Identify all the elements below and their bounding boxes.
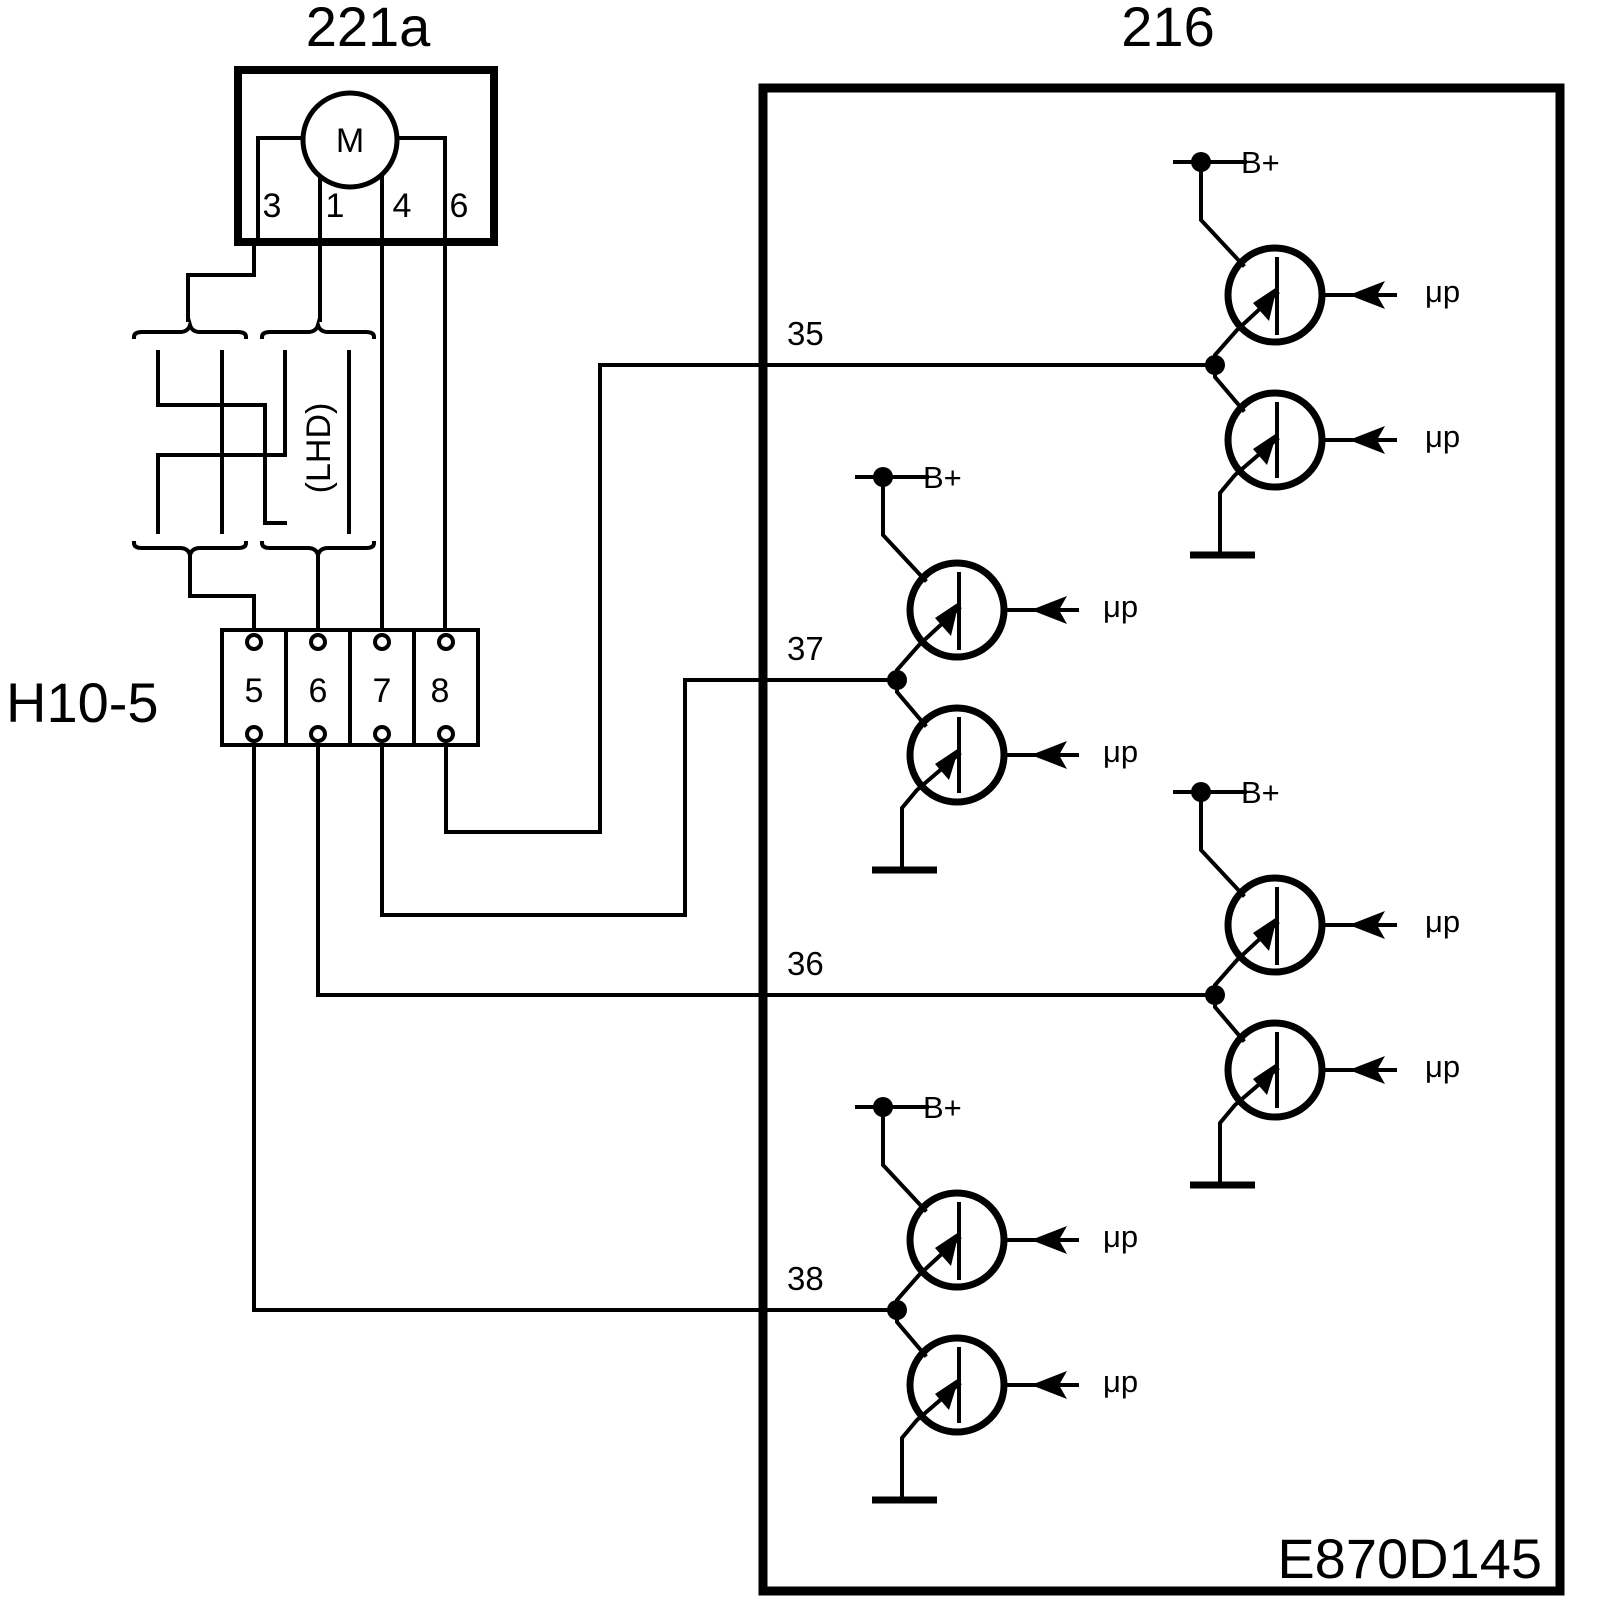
supply-label: B+ bbox=[923, 1090, 962, 1125]
lead-to-connector-pin-5 bbox=[188, 553, 256, 632]
low-side-collector bbox=[1213, 363, 1246, 413]
low-side-control-arrow bbox=[1349, 1056, 1385, 1084]
high-side-control-arrow bbox=[1349, 281, 1385, 309]
connector-pin-socket bbox=[437, 725, 455, 743]
low-side-emitter bbox=[1218, 1066, 1280, 1184]
connector-divider bbox=[284, 628, 416, 747]
high-side-control-arrow bbox=[1031, 596, 1067, 624]
motor-component: M 3 1 4 6 bbox=[234, 66, 498, 246]
crossover-wire bbox=[156, 350, 287, 525]
motor-component-outline bbox=[234, 66, 498, 246]
terminal-label: 36 bbox=[787, 945, 824, 982]
connector-pin-socket bbox=[309, 633, 327, 651]
low-side-emitter bbox=[1218, 436, 1280, 554]
high-side-collector bbox=[881, 1105, 928, 1213]
low-side-control-arrow bbox=[1031, 1371, 1067, 1399]
low-side-emitter bbox=[900, 1381, 962, 1499]
high-side-emitter bbox=[895, 605, 962, 682]
connector-label: H10-5 bbox=[6, 671, 159, 734]
wire-pin-5-to-terminal-38 bbox=[252, 743, 899, 1312]
control-module-outline bbox=[758, 83, 1565, 1596]
terminal-label: 35 bbox=[787, 315, 824, 352]
high-side-collector bbox=[1199, 790, 1246, 898]
connector: 5 6 7 8 bbox=[220, 628, 480, 747]
control-label: μp bbox=[1425, 904, 1460, 939]
connector-pin-label: 8 bbox=[431, 672, 450, 710]
low-side-collector bbox=[895, 1308, 928, 1358]
motor-lead-pin-6 bbox=[395, 136, 447, 244]
driver-stage: B+ μp μp bbox=[855, 460, 1138, 874]
low-side-emitter-arrow bbox=[1253, 1063, 1277, 1095]
control-label: μp bbox=[1103, 1219, 1138, 1254]
connector-pin-socket bbox=[245, 725, 263, 743]
connector-pin-socket bbox=[373, 633, 391, 651]
low-side-emitter bbox=[900, 751, 962, 869]
driver-stage: B+ μp μp bbox=[855, 1090, 1138, 1504]
control-label: μp bbox=[1425, 274, 1460, 309]
low-side-control-arrow bbox=[1349, 426, 1385, 454]
low-side-control-arrow bbox=[1031, 741, 1067, 769]
motor-pin-label: 6 bbox=[450, 187, 469, 225]
supply-label: B+ bbox=[1241, 775, 1280, 810]
high-side-control-arrow bbox=[1031, 1226, 1067, 1254]
motor-symbol-letter: M bbox=[336, 122, 364, 160]
terminal-label: 38 bbox=[787, 1260, 824, 1297]
control-label: μp bbox=[1103, 1364, 1138, 1399]
control-label: μp bbox=[1103, 734, 1138, 769]
high-side-collector bbox=[881, 475, 928, 583]
wire-pin-6-to-terminal-36 bbox=[316, 743, 1217, 997]
high-side-collector bbox=[1199, 160, 1246, 268]
high-side-emitter-arrow bbox=[1253, 917, 1277, 951]
control-label: μp bbox=[1425, 1049, 1460, 1084]
high-side-emitter-arrow bbox=[935, 602, 959, 636]
low-side-collector bbox=[895, 678, 928, 728]
low-side-emitter-arrow bbox=[935, 1378, 959, 1410]
high-side-emitter-arrow bbox=[935, 1232, 959, 1266]
bracket-top-left bbox=[131, 317, 249, 340]
connector-pin-socket bbox=[309, 725, 327, 743]
low-side-emitter-arrow bbox=[1253, 433, 1277, 465]
lead-motor-pin-3 bbox=[186, 240, 256, 322]
low-side-emitter-arrow bbox=[935, 748, 959, 780]
connector-pin-socket bbox=[373, 725, 391, 743]
connector-pin-label: 5 bbox=[245, 672, 264, 710]
high-side-emitter bbox=[1213, 290, 1280, 367]
wire-pin-7-to-terminal-37 bbox=[380, 678, 899, 917]
control-module-label: 216 bbox=[1121, 0, 1214, 58]
control-module-code: E870D145 bbox=[1277, 1527, 1542, 1590]
motor-lead-pin-3 bbox=[256, 136, 305, 244]
motor-pin-label: 3 bbox=[263, 187, 282, 225]
connector-pin-label: 7 bbox=[373, 672, 392, 710]
connector-pin-label: 6 bbox=[309, 672, 328, 710]
high-side-emitter bbox=[895, 1235, 962, 1312]
driver-stage: B+ μp μp bbox=[1173, 775, 1460, 1189]
control-label: μp bbox=[1103, 589, 1138, 624]
variant-crossover: (LHD) bbox=[131, 240, 447, 632]
driver-stage: B+ μp μp bbox=[1173, 145, 1460, 559]
low-side-collector bbox=[1213, 993, 1246, 1043]
connector-pin-socket bbox=[245, 633, 263, 651]
wire-pin-8-to-terminal-35 bbox=[444, 363, 1217, 834]
motor-component-label: 221a bbox=[306, 0, 431, 58]
variant-label: (LHD) bbox=[300, 403, 338, 494]
high-side-emitter-arrow bbox=[1253, 287, 1277, 321]
motor-pin-label: 1 bbox=[326, 187, 345, 225]
motor-pin-label: 4 bbox=[393, 187, 412, 225]
terminal-label: 37 bbox=[787, 630, 824, 667]
control-label: μp bbox=[1425, 419, 1460, 454]
supply-label: B+ bbox=[923, 460, 962, 495]
high-side-emitter bbox=[1213, 920, 1280, 997]
high-side-control-arrow bbox=[1349, 911, 1385, 939]
connector-pin-socket bbox=[437, 633, 455, 651]
bracket-top-right bbox=[259, 317, 377, 340]
supply-label: B+ bbox=[1241, 145, 1280, 180]
